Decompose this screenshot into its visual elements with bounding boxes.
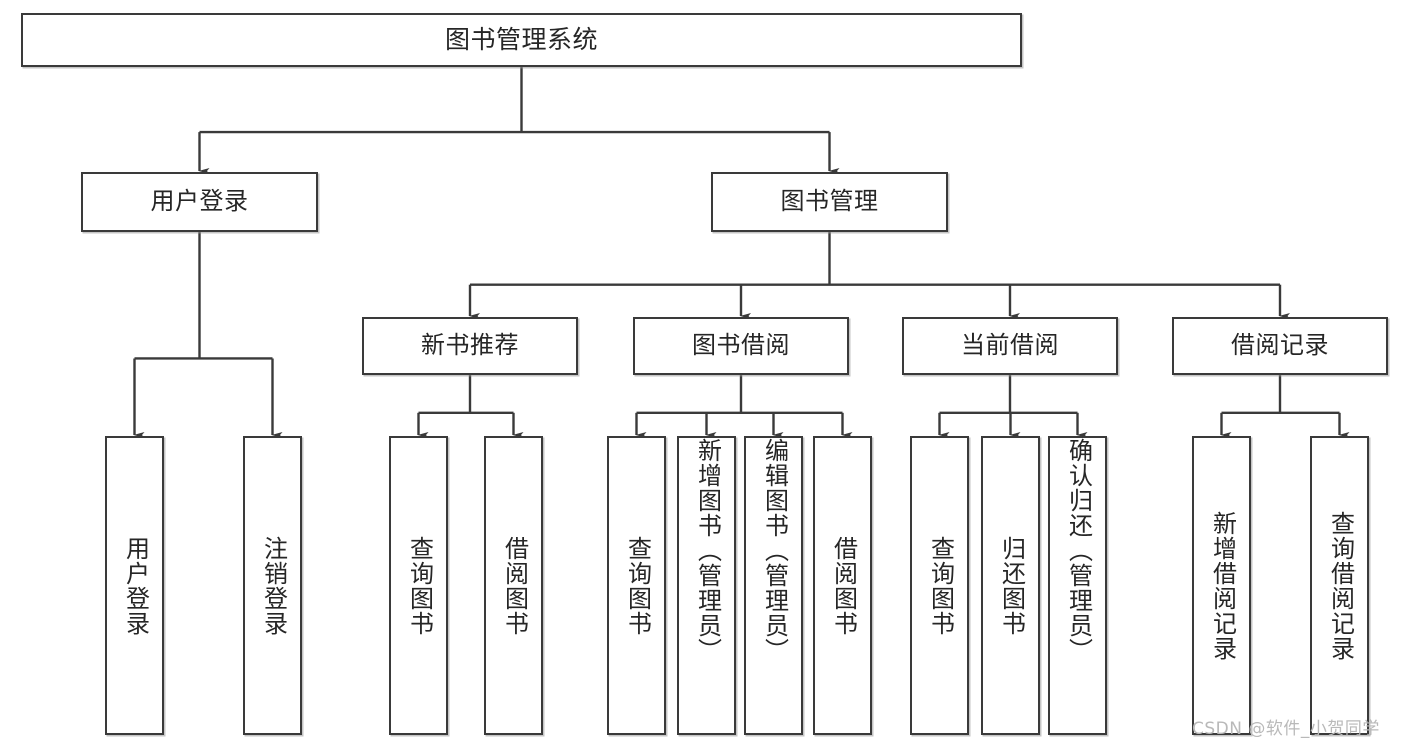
node-label: 编辑图书（管理员） bbox=[760, 438, 789, 663]
node-leaf-query-book-3: 查询图书 bbox=[910, 436, 969, 735]
node-label: 当前借阅 bbox=[961, 331, 1059, 360]
node-label: 用户登录 bbox=[121, 535, 150, 636]
node-label: 注销登录 bbox=[259, 535, 288, 636]
csdn-watermark: CSDN @软件_小贺同学 bbox=[1192, 719, 1380, 739]
node-label: 查询借阅记录 bbox=[1326, 510, 1355, 661]
node-leaf-user-login: 用户登录 bbox=[105, 436, 164, 735]
node-borrow-record: 借阅记录 bbox=[1172, 317, 1388, 375]
node-label: 新增图书（管理员） bbox=[693, 438, 722, 663]
node-root: 图书管理系统 bbox=[21, 13, 1022, 67]
node-leaf-query-book-1: 查询图书 bbox=[389, 436, 448, 735]
node-label: 图书借阅 bbox=[692, 331, 790, 360]
node-leaf-query-book-2: 查询图书 bbox=[607, 436, 666, 735]
node-book-manage: 图书管理 bbox=[711, 172, 948, 232]
node-label: 图书管理 bbox=[780, 187, 879, 216]
node-label: 图书管理系统 bbox=[444, 24, 598, 54]
node-current-borrow: 当前借阅 bbox=[902, 317, 1118, 375]
node-label: 借阅图书 bbox=[829, 535, 858, 636]
node-leaf-return-book: 归还图书 bbox=[981, 436, 1040, 735]
node-label: 查询图书 bbox=[623, 535, 652, 636]
node-new-book-rec: 新书推荐 bbox=[362, 317, 578, 375]
node-leaf-logout: 注销登录 bbox=[243, 436, 302, 735]
node-leaf-add-record: 新增借阅记录 bbox=[1192, 436, 1251, 735]
node-label: 确认归还（管理员） bbox=[1064, 438, 1093, 663]
node-leaf-add-book: 新增图书（管理员） bbox=[677, 436, 736, 735]
node-leaf-borrow-book-2: 借阅图书 bbox=[813, 436, 872, 735]
node-label: 新增借阅记录 bbox=[1208, 510, 1237, 661]
node-label: 归还图书 bbox=[997, 535, 1026, 636]
node-user-login: 用户登录 bbox=[81, 172, 318, 232]
node-label: 查询图书 bbox=[926, 535, 955, 636]
node-book-borrow: 图书借阅 bbox=[633, 317, 849, 375]
node-leaf-edit-book: 编辑图书（管理员） bbox=[744, 436, 803, 735]
node-label: 借阅图书 bbox=[500, 535, 529, 636]
node-label: 用户登录 bbox=[150, 187, 249, 216]
node-label: 新书推荐 bbox=[421, 331, 519, 360]
node-label: 借阅记录 bbox=[1231, 331, 1329, 360]
node-label: 查询图书 bbox=[405, 535, 434, 636]
node-leaf-borrow-book-1: 借阅图书 bbox=[484, 436, 543, 735]
node-leaf-confirm-return: 确认归还（管理员） bbox=[1048, 436, 1107, 735]
node-leaf-query-record: 查询借阅记录 bbox=[1310, 436, 1369, 735]
